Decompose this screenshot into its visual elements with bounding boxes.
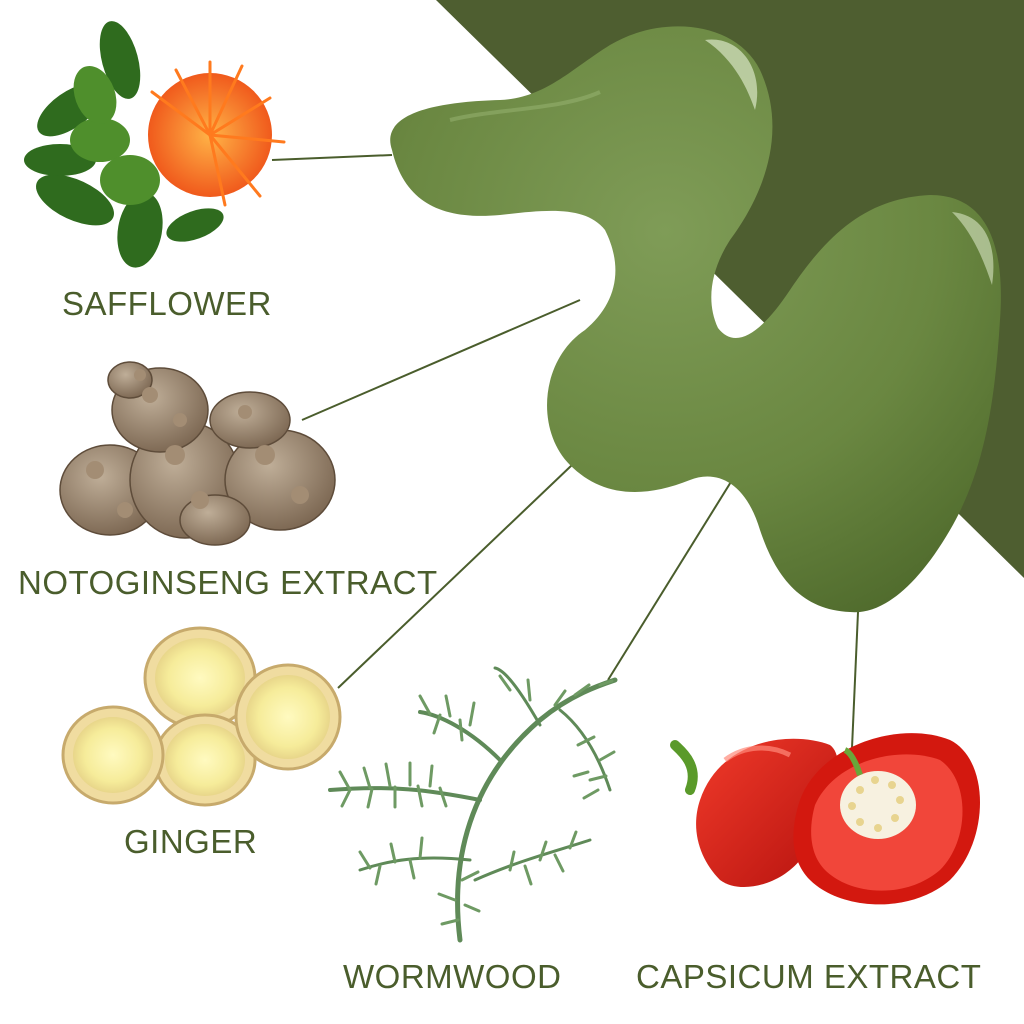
leader-line-capsicum (851, 611, 859, 749)
label-safflower: SAFFLOWER (62, 285, 272, 322)
label-capsicum-extract: CAPSICUM EXTRACT (636, 958, 982, 995)
label-wormwood: WORMWOOD (343, 958, 562, 995)
label-ginger: GINGER (124, 823, 258, 860)
leader-line-safflower (271, 154, 393, 161)
leader-line-wormwood (607, 447, 753, 681)
leader-line-notoginseng (301, 299, 581, 421)
red-pepper-icon (670, 733, 980, 905)
green-gel-swirl-icon (390, 26, 1001, 613)
leader-lines (271, 154, 859, 749)
ginger-slices-icon (61, 626, 342, 807)
notoginseng-root-icon (59, 361, 336, 546)
wormwood-sprig-icon (328, 666, 618, 943)
leader-line-ginger (337, 464, 573, 689)
label-notoginseng-extract: NOTOGINSENG EXTRACT (18, 564, 438, 601)
safflower-icon (24, 21, 286, 268)
